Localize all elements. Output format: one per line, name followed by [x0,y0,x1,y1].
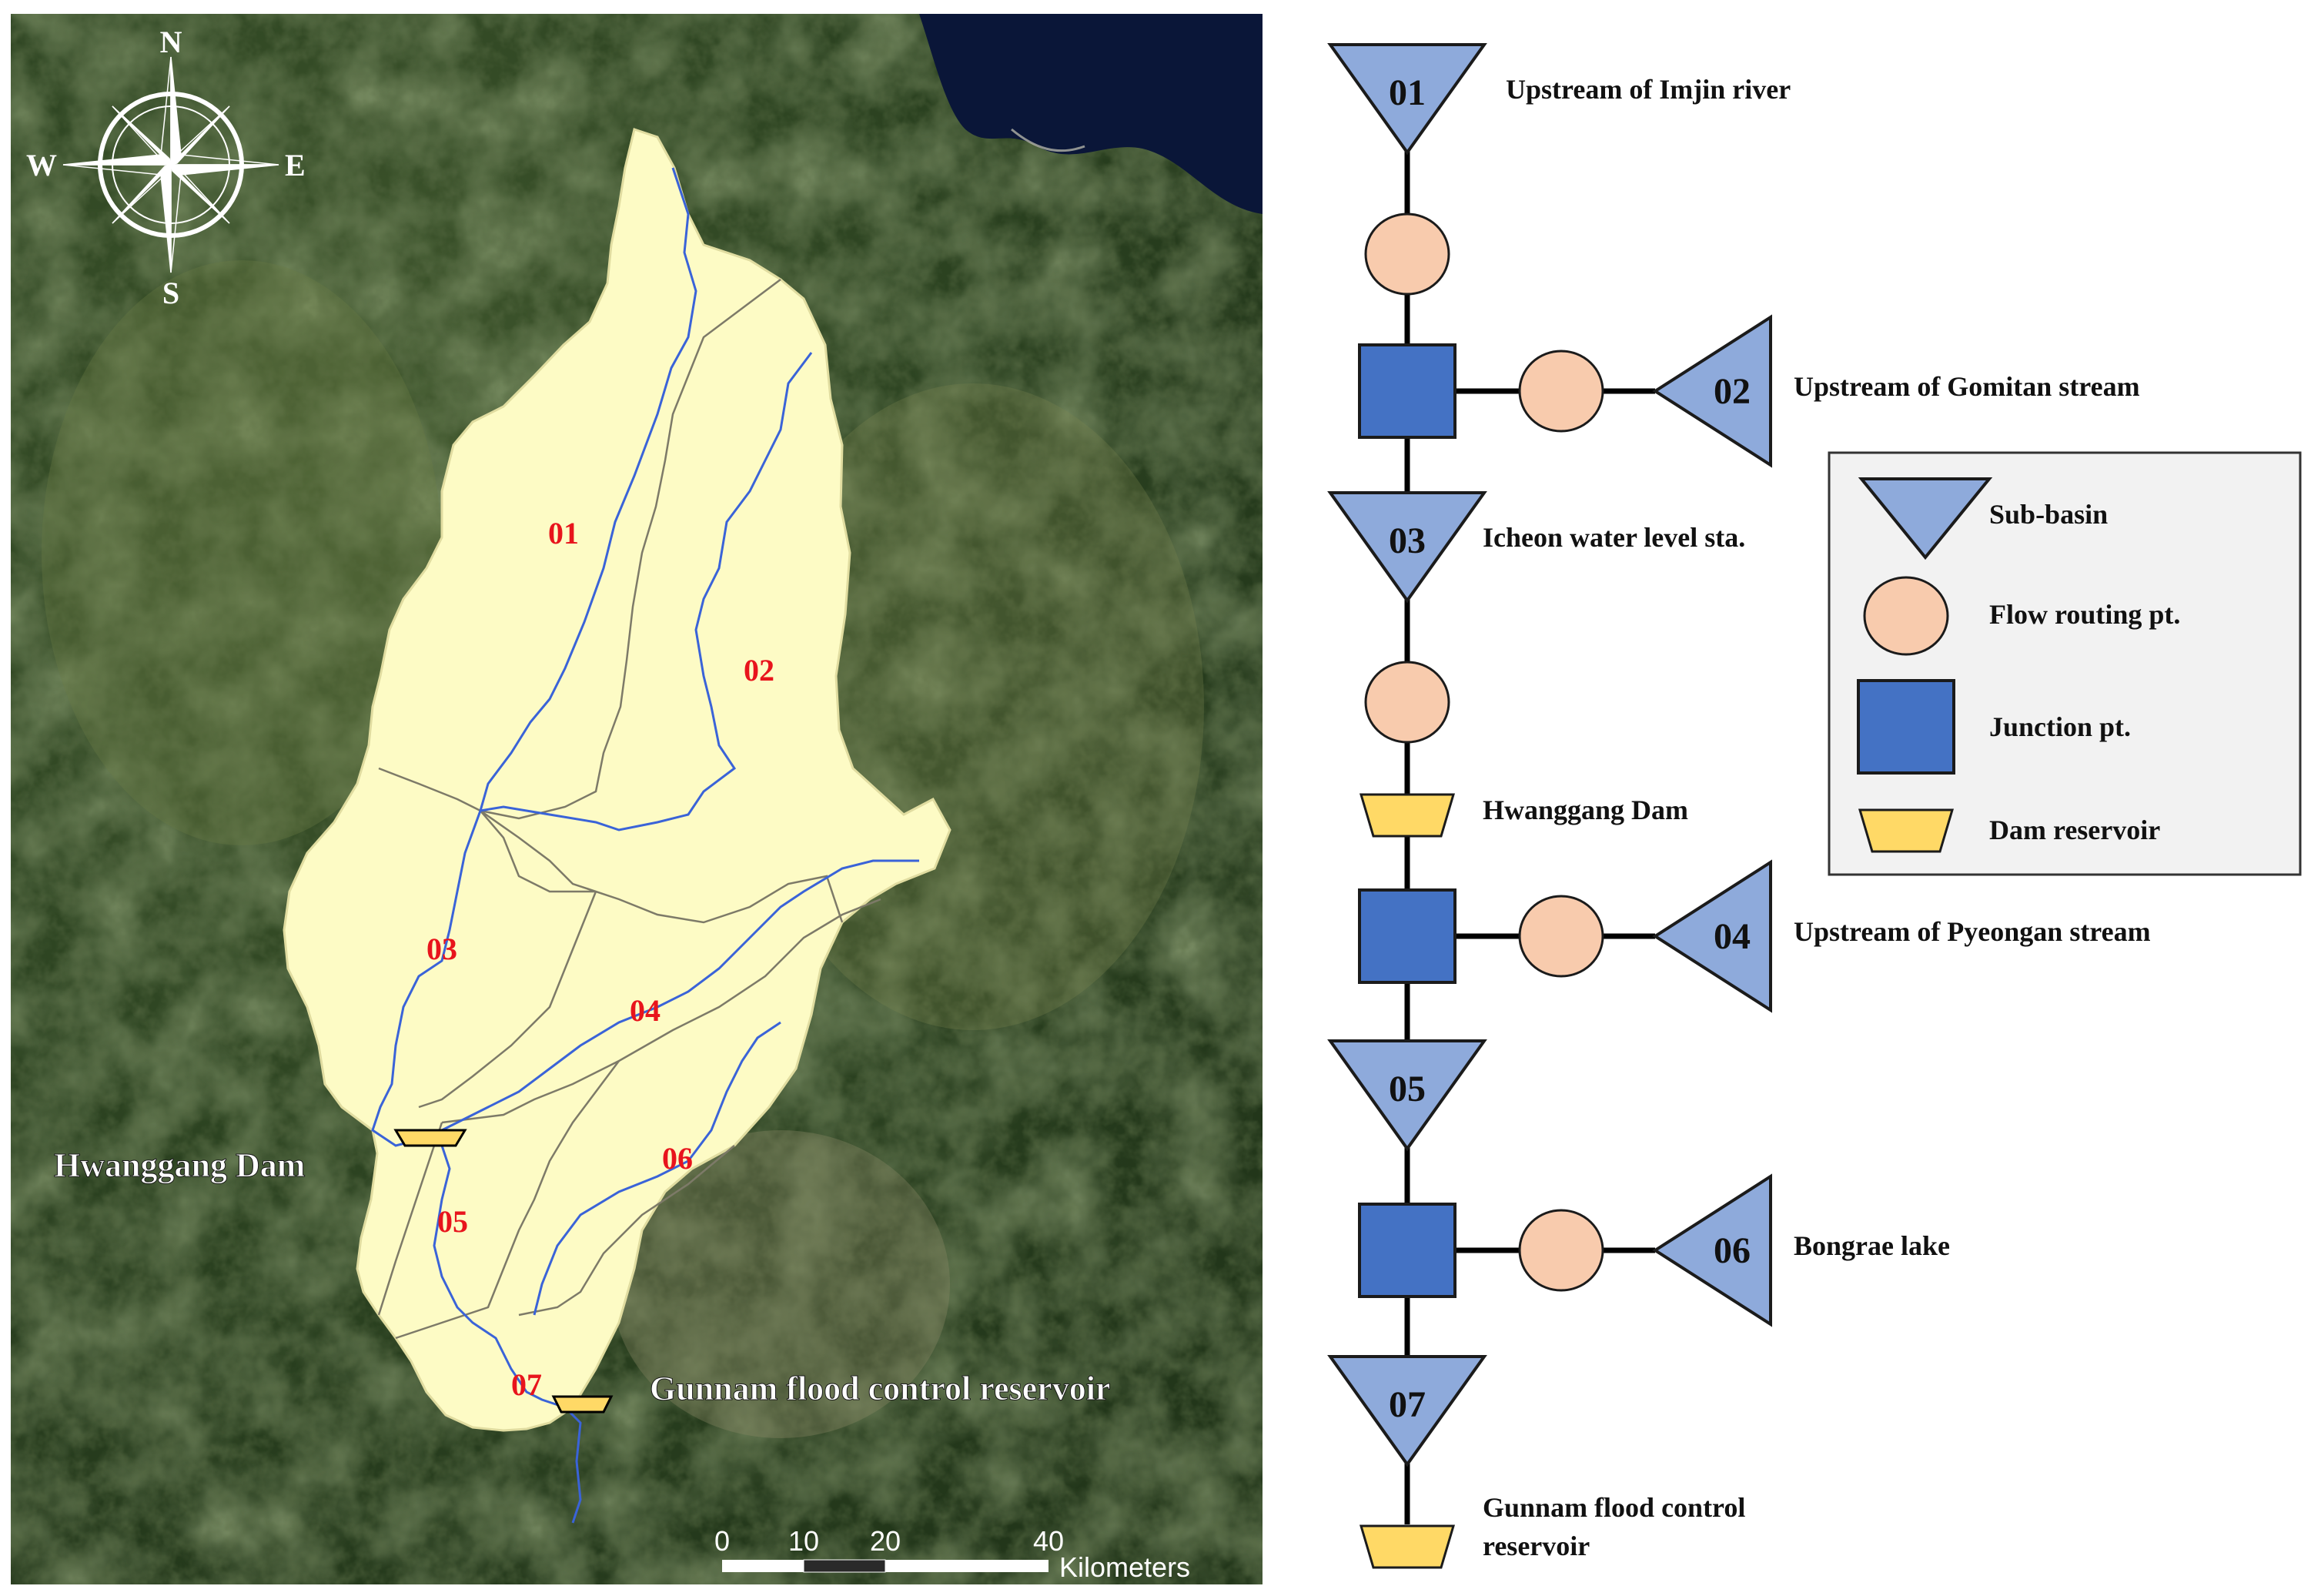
scale-bar: 0 10 20 40 Kilometers [714,1525,1190,1583]
compass-west: W [26,148,57,182]
rivers [371,167,919,1524]
label-gunnam-line1: Gunnam flood control [1483,1492,1745,1523]
node-number-04: 04 [1714,916,1751,957]
gunnam-reservoir-map-icon [551,1395,614,1414]
gunnam-reservoir-map-label: Gunnam flood control reservoir [650,1370,1110,1407]
subbasin-node-01 [1327,43,1487,156]
scale-unit: Kilometers [1059,1551,1190,1583]
subbasin-label-07: 07 [511,1367,542,1402]
subbasin-label-03: 03 [426,932,457,966]
compass-east: E [285,148,306,182]
subbasin-labels: 01 02 03 04 05 06 07 [426,516,774,1402]
legend-flow-routing-icon [1863,576,1949,656]
subbasin-node-02 [1652,314,1772,468]
node-number-05: 05 [1389,1069,1426,1109]
scale-tick-20: 20 [870,1525,901,1557]
scale-tick-10: 10 [788,1525,819,1557]
label-hwanggang-dam: Hwanggang Dam [1483,795,1688,825]
legend-label-subbasin: Sub-basin [1989,499,2108,530]
imjin-watershed [283,128,951,1432]
legend-junction-icon [1857,679,1955,775]
flow-routing-node [1364,212,1450,296]
legend-subbasin-icon [1858,477,1993,560]
compass-north: N [160,25,182,59]
scale-segment-1 [722,1560,804,1572]
label-bongrae-lake: Bongrae lake [1794,1230,1950,1261]
farmland-area [42,260,442,845]
label-gunnam-line2: reservoir [1483,1531,1590,1561]
satellite-map: 01 02 03 04 05 06 07 Hwanggang Dam Gunna… [11,14,1263,1584]
subbasin-label-01: 01 [548,516,579,550]
hwanggang-dam-map-icon [393,1129,467,1147]
flow-routing-node [1518,895,1604,978]
label-icheon-station: Icheon water level sta. [1483,522,1745,553]
legend: Sub-basin Flow routing pt. Junction pt. … [1828,451,2302,876]
coastline [1011,128,1085,152]
flow-routing-node [1518,350,1604,433]
subbasin-label-04: 04 [630,993,661,1028]
node-number-07: 07 [1389,1384,1426,1425]
subbasin-label-06: 06 [662,1141,693,1176]
legend-label-flow-routing: Flow routing pt. [1989,599,2180,630]
legend-label-junction: Junction pt. [1989,711,2131,742]
subbasin-label-05: 05 [437,1204,468,1239]
gunnam-reservoir-node [1359,1524,1456,1569]
scale-tick-0: 0 [714,1525,730,1557]
subbasin-node-06 [1652,1173,1772,1327]
flow-routing-node [1518,1209,1604,1292]
flow-routing-node [1364,661,1450,744]
hwanggang-dam-map-label: Hwanggang Dam [54,1146,305,1184]
hwanggang-dam-node [1359,793,1456,838]
scale-segment-3 [885,1560,1048,1572]
label-upstream-pyeongan: Upstream of Pyeongan stream [1794,916,2151,947]
schematic-canvas: 01 02 03 04 05 06 07 Upstream of Imjin r… [1327,43,2302,1569]
map-canvas: 01 02 03 04 05 06 07 Hwanggang Dam Gunna… [11,14,1263,1584]
node-number-03: 03 [1389,520,1426,561]
compass-rose: N S E W [26,25,306,310]
scale-segment-2 [803,1559,886,1573]
junction-node [1358,343,1456,439]
subbasin-label-02: 02 [744,653,774,688]
subbasin-node-05 [1327,1039,1487,1152]
node-number-06: 06 [1714,1230,1751,1271]
junction-node [1358,1203,1456,1298]
node-number-01: 01 [1389,72,1426,113]
scale-tick-40: 40 [1033,1525,1064,1557]
label-upstream-gomitan: Upstream of Gomitan stream [1794,371,2140,402]
town-area [611,1130,950,1438]
junction-node [1358,888,1456,984]
sea [919,14,1263,214]
legend-dam-icon [1858,808,1955,853]
subbasin-node-04 [1652,859,1772,1013]
subbasin-node-07 [1327,1355,1487,1467]
legend-label-dam: Dam reservoir [1989,815,2160,845]
hydrologic-schematic: 01 02 03 04 05 06 07 Upstream of Imjin r… [1309,0,2311,1596]
subbasin-node-03 [1327,491,1487,604]
label-upstream-imjin: Upstream of Imjin river [1506,74,1791,105]
compass-south: S [162,276,179,310]
node-number-02: 02 [1714,371,1751,412]
